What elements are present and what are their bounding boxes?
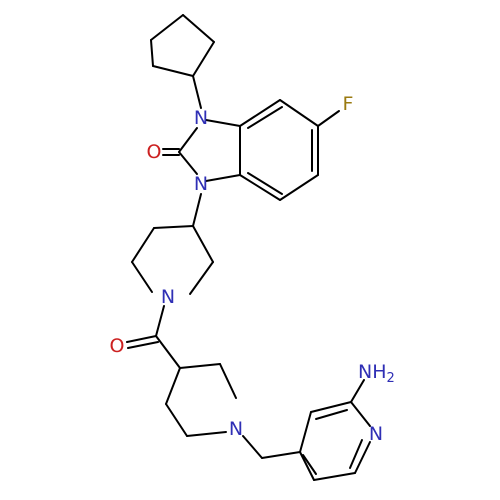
atom-nitrogen-piperidine-2: N [229,418,243,440]
atom-nitrogen-piperidine-1: N [161,286,175,308]
atom-nitrogen-pyridine: N [369,423,383,445]
atom-oxygen-ketone: O [147,141,162,163]
atom-oxygen-carbonyl: O [110,335,125,357]
atom-labels: F O N N N O N N NH2 [110,93,395,445]
amine-label: NH [358,361,387,383]
atom-fluorine: F [343,93,354,115]
atom-nitrogen-top: N [194,107,208,129]
amine-subscript: 2 [387,371,395,386]
atom-amine-group: NH2 [358,361,395,386]
atom-nitrogen-bottom: N [194,173,208,195]
bond-lines [126,14,371,481]
